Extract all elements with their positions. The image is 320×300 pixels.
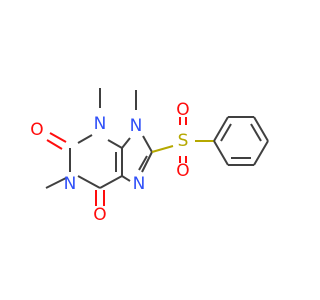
bond-ph-1-2-inner <box>220 123 232 142</box>
bond-c2-o2-b <box>46 139 63 150</box>
bond-n1-methyl <box>45 177 67 189</box>
bond-n3-c2 <box>77 134 93 144</box>
atom-o2: O <box>30 120 43 140</box>
bond-n9-c8 <box>142 135 153 153</box>
atom-labels: O N N N N O S O O <box>30 100 189 225</box>
bond-n1-c6 <box>77 175 101 189</box>
bond-c8-s <box>151 145 174 153</box>
bond-ph-4-5 <box>253 140 269 166</box>
atom-s: S <box>178 131 189 151</box>
bonds <box>45 88 269 206</box>
atom-n3: N <box>94 114 107 134</box>
atom-n7: N <box>133 174 146 194</box>
chemical-structure: O N N N N O S O O <box>30 88 269 225</box>
bond-c8-n7 <box>141 151 153 173</box>
atom-n9: N <box>130 116 143 136</box>
bond-ph-3-4 <box>253 116 269 142</box>
bond-c4-n9 <box>121 137 131 149</box>
bond-ph-1-2 <box>213 116 229 142</box>
bond-ph-6-1 <box>213 140 229 166</box>
atom-o6: O <box>93 205 106 225</box>
bond-c2-o2-a <box>49 132 67 143</box>
bond-c6-c5 <box>99 175 123 189</box>
bond-c8-n7-inner <box>138 155 148 171</box>
atom-os2: O <box>176 161 189 181</box>
bond-c4-n3 <box>107 139 123 149</box>
atom-os1: O <box>176 100 189 120</box>
bond-ph-3-4-inner <box>250 123 262 142</box>
bond-n7-c5 <box>121 175 131 182</box>
atom-n1: N <box>64 174 77 194</box>
